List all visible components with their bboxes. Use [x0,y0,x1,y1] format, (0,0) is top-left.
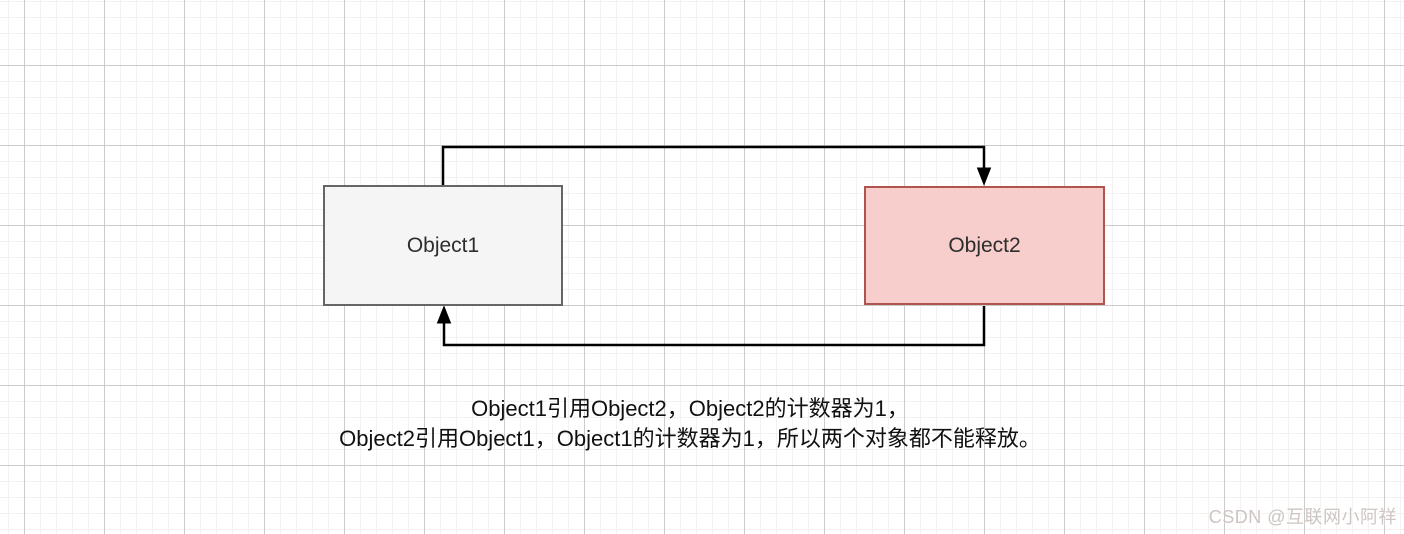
caption: Object1引用Object2，Object2的计数器为1， Object2引… [140,394,1240,454]
caption-line-2: Object2引用Object1，Object1的计数器为1，所以两个对象都不能… [339,426,1041,451]
edge-line [442,306,986,347]
node-object2-label: Object2 [948,233,1021,257]
node-object1: Object1 [323,185,563,306]
watermark: CSDN @互联网小阿祥 [1208,507,1397,527]
caption-line-1: Object1引用Object2，Object2的计数器为1， [471,396,909,421]
node-object2: Object2 [864,186,1105,305]
edge-object2-to-object1 [436,305,986,347]
arrowhead-down-icon [976,167,992,186]
node-object1-label: Object1 [406,233,480,257]
edge-line [441,145,986,185]
edge-object1-to-object2 [441,145,992,186]
arrowhead-up-icon [436,305,452,324]
